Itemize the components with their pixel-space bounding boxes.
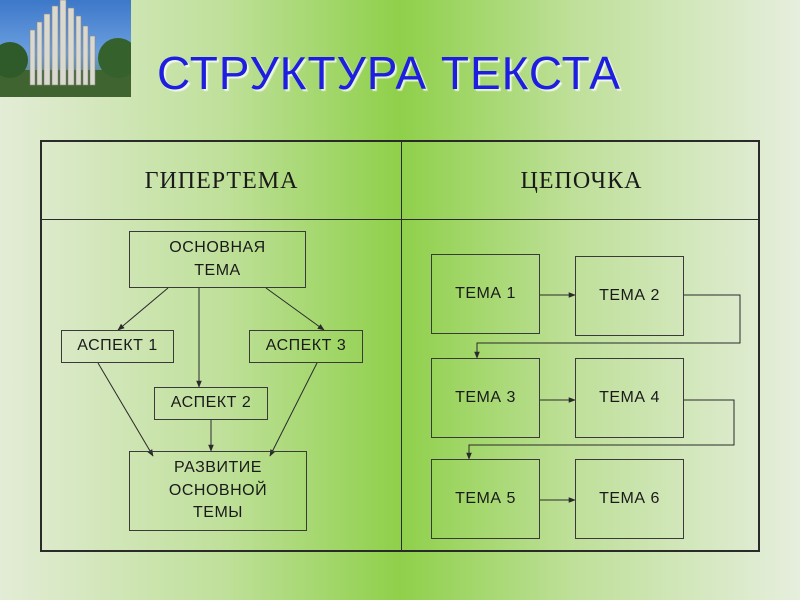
node-theme-2-label: ТЕМА 2 [599,286,660,304]
header-divider [42,219,758,220]
node-aspect-2: АСПЕКТ 2 [154,387,268,420]
node-theme-6-label: ТЕМА 6 [599,489,660,507]
node-aspect-3-label: АСПЕКТ 3 [265,337,347,355]
node-theme-3: ТЕМА 3 [431,358,540,438]
node-aspect-1-label: АСПЕКТ 1 [77,337,158,355]
column-header-chain: ЦЕПОЧКА [520,168,643,194]
node-main-theme-label: ОСНОВНАЯ ТЕМА [169,239,266,279]
column-header-hypertheme: ГИПЕРТЕМА [144,168,299,194]
monument-photo [0,0,131,97]
column-divider [401,142,402,550]
node-theme-1: ТЕМА 1 [431,254,540,334]
node-theme-4-label: ТЕМА 4 [599,388,660,406]
node-development: РАЗВИТИЕ ОСНОВНОЙ ТЕМЫ [129,451,307,531]
node-aspect-3: АСПЕКТ 3 [249,330,363,363]
structure-table: ГИПЕРТЕМА ЦЕПОЧКА [40,140,760,552]
node-theme-5-label: ТЕМА 5 [455,489,516,507]
node-theme-5: ТЕМА 5 [431,459,540,539]
node-theme-6: ТЕМА 6 [575,459,684,539]
node-aspect-1: АСПЕКТ 1 [61,330,174,363]
node-theme-4: ТЕМА 4 [575,358,684,438]
node-main-theme: ОСНОВНАЯ ТЕМА [129,231,306,288]
node-theme-2: ТЕМА 2 [575,256,684,336]
node-aspect-2-label: АСПЕКТ 2 [170,394,252,412]
monument-image [0,0,131,97]
node-theme-1-label: ТЕМА 1 [455,284,516,302]
node-theme-3-label: ТЕМА 3 [455,388,516,406]
page-title: СТРУКТУРА ТЕКСТА [157,47,621,99]
node-development-label: РАЗВИТИЕ ОСНОВНОЙ ТЕМЫ [168,459,268,522]
